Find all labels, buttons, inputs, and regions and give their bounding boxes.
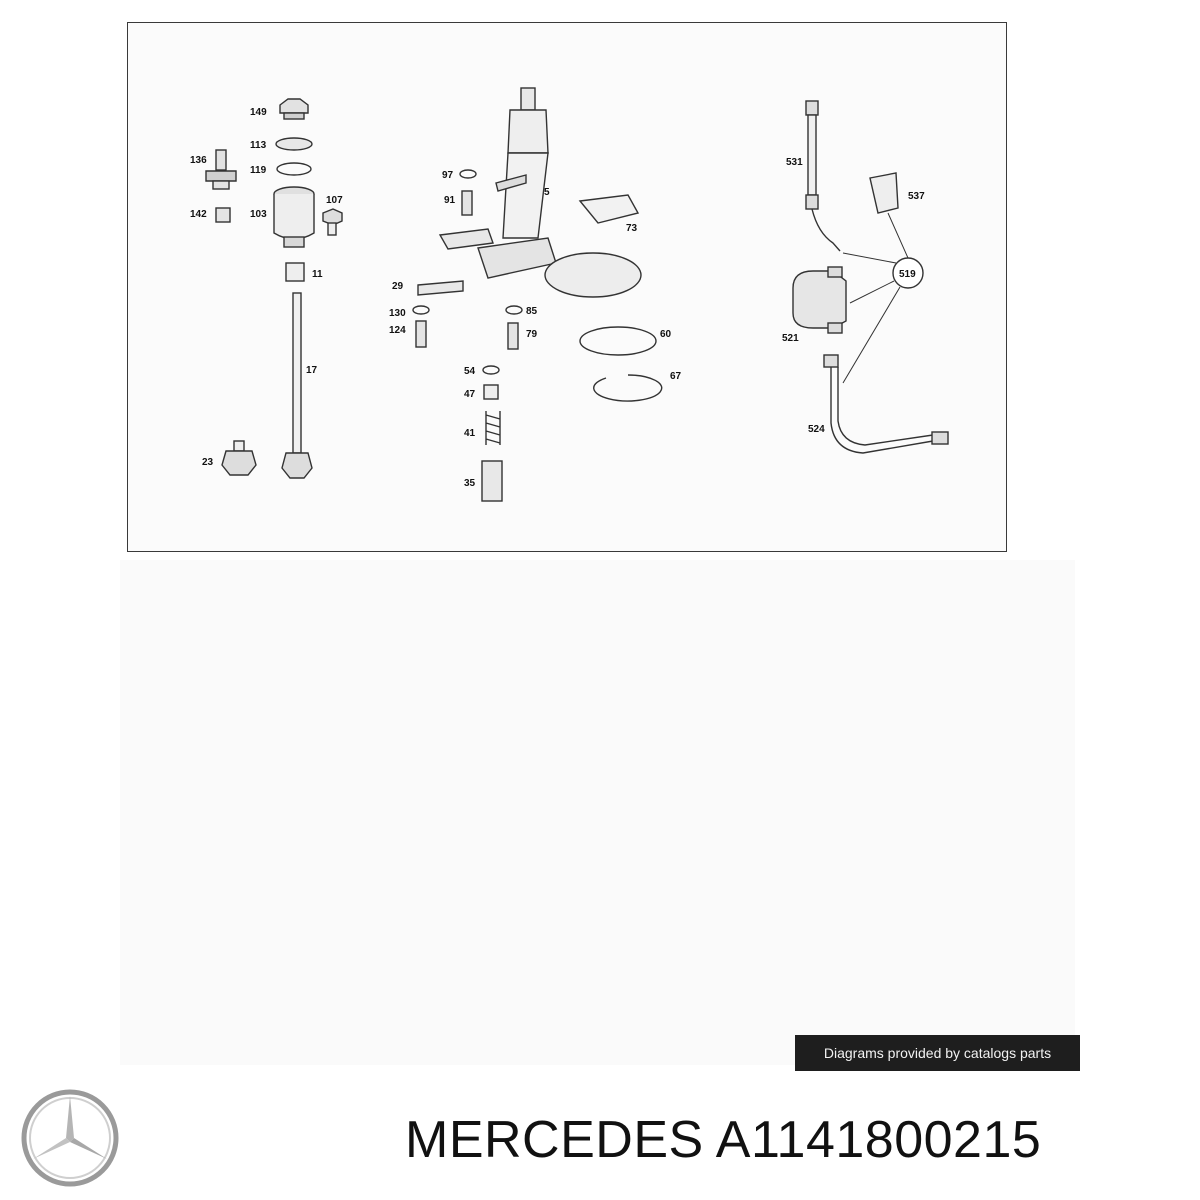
part-caption: MERCEDES A1141800215	[405, 1110, 1195, 1170]
exploded-view: 149 113 119 136 107 142 103 11 17 23 97 …	[190, 87, 949, 502]
bushing-11	[285, 262, 305, 282]
washer-85	[505, 305, 523, 315]
callout: 142	[190, 209, 207, 220]
callout: 519	[899, 269, 916, 280]
housing-103	[273, 186, 315, 248]
callout: 85	[526, 306, 538, 317]
callout: 130	[389, 308, 406, 319]
pump-body-5	[477, 87, 557, 279]
brand-name: MERCEDES	[405, 1111, 704, 1169]
washer-97	[459, 169, 477, 179]
valve-521	[792, 266, 847, 334]
part-number: A1141800215	[715, 1111, 1042, 1169]
callout: 521	[782, 333, 799, 344]
shaft-17	[281, 292, 313, 479]
bolt-124	[415, 320, 427, 348]
hose-531	[805, 100, 841, 252]
ring-60	[579, 326, 657, 356]
sleeve-142	[215, 207, 231, 223]
screen-plate	[544, 252, 642, 298]
callout: 11	[312, 269, 323, 280]
callout: 531	[786, 157, 803, 168]
callout: 524	[808, 424, 825, 435]
mercedes-star-logo	[21, 1089, 119, 1187]
spring-41	[485, 411, 501, 445]
callout: 91	[444, 195, 456, 206]
gear-23	[221, 440, 257, 476]
callout: 119	[250, 165, 267, 176]
fitting-136	[205, 149, 237, 190]
callout: 47	[464, 389, 476, 400]
bracket	[438, 228, 494, 250]
ring-119	[276, 162, 312, 176]
bolt-107	[322, 208, 343, 236]
callout: 35	[464, 478, 476, 489]
leader-lines	[842, 212, 909, 384]
gasket-73	[578, 194, 640, 224]
clip-29	[417, 280, 464, 296]
washer-113	[275, 137, 313, 151]
callout: 537	[908, 191, 925, 202]
callout: 60	[660, 329, 672, 340]
callout: 97	[442, 170, 454, 181]
pipe-524	[823, 354, 949, 454]
callout: 29	[392, 281, 404, 292]
bolt-79	[507, 322, 519, 350]
piston-47	[483, 384, 499, 400]
callout: 23	[202, 457, 214, 468]
callout: 149	[250, 107, 267, 118]
callout: 107	[326, 195, 343, 206]
callout: 124	[389, 325, 406, 336]
callout: 113	[250, 140, 267, 151]
washer-130	[412, 305, 430, 315]
callout: 5	[544, 187, 550, 198]
callout: 79	[526, 329, 538, 340]
valve-35	[481, 460, 503, 502]
bolt-91	[461, 190, 473, 216]
callout: 54	[464, 366, 476, 377]
callout-labels: 149 113 119 136 107 142 103 11 17 23 97 …	[190, 107, 925, 489]
callout: 73	[626, 223, 638, 234]
background-panel	[120, 560, 1075, 1065]
snap-ring-67	[593, 374, 663, 402]
gasket-537	[869, 172, 899, 214]
callout: 103	[250, 209, 267, 220]
ring-54	[482, 365, 500, 375]
callout: 67	[670, 371, 682, 382]
callout: 136	[190, 155, 207, 166]
credit-badge: Diagrams provided by catalogs parts	[795, 1035, 1080, 1071]
callout: 17	[306, 365, 318, 376]
parts-diagram: 149 113 119 136 107 142 103 11 17 23 97 …	[127, 22, 1007, 552]
callout: 41	[464, 428, 476, 439]
plug-149	[279, 98, 309, 120]
